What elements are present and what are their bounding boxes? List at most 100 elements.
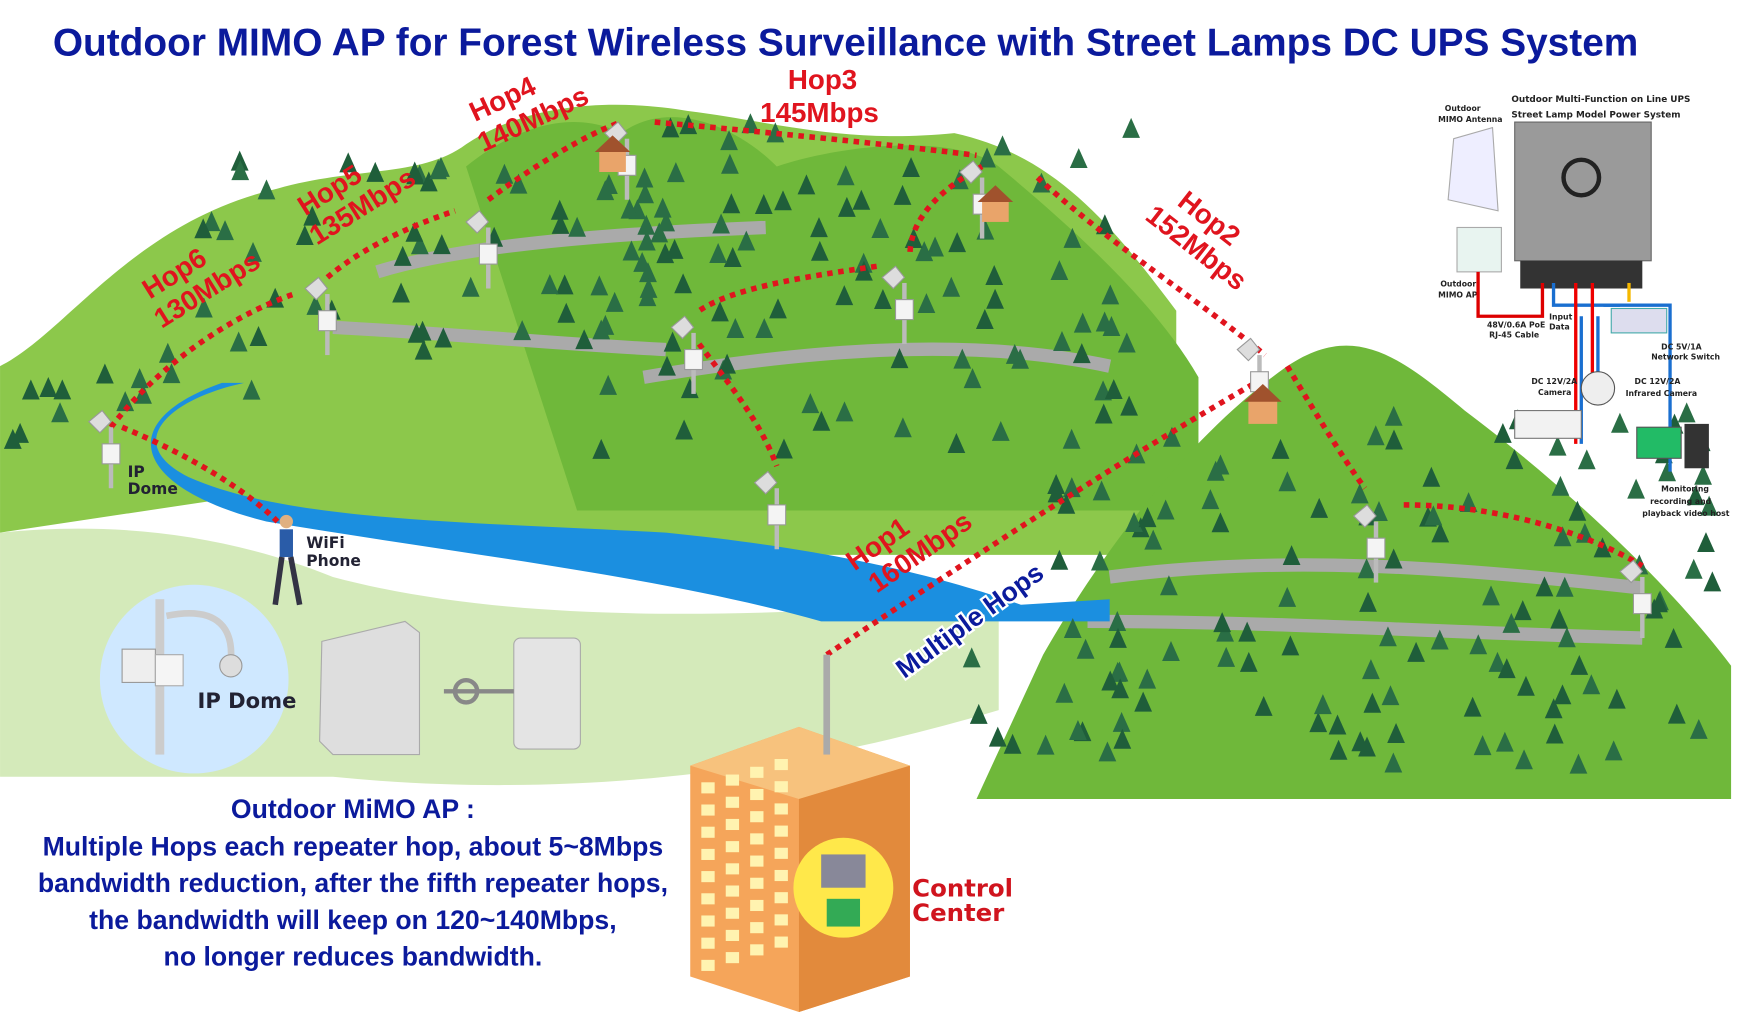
pine-tree-icon (1125, 511, 1143, 532)
pine-tree-icon (620, 198, 639, 219)
pine-tree-icon (295, 225, 314, 246)
pine-tree-icon (1076, 638, 1095, 659)
pine-tree-icon (1281, 635, 1300, 656)
pine-tree-icon (513, 320, 532, 341)
pine-tree-icon (1384, 548, 1403, 569)
pine-tree-icon (947, 433, 966, 454)
pine-tree-icon (1328, 714, 1347, 735)
pine-tree-icon (962, 647, 981, 668)
pine-tree-icon (1047, 482, 1066, 503)
mimo-ap-node-icon (465, 210, 498, 289)
control-center-label: Center (912, 898, 1004, 927)
pine-tree-icon (599, 374, 618, 395)
svg-text:145Mbps: 145Mbps (760, 97, 879, 128)
svg-text:Data: Data (1549, 323, 1570, 332)
window (750, 766, 764, 778)
pine-tree-icon (230, 150, 249, 171)
window (701, 804, 715, 816)
control-center-label: Control (912, 874, 1013, 903)
pine-tree-icon (1138, 507, 1157, 528)
link-hop6 (108, 291, 295, 429)
pine-tree-icon (991, 420, 1010, 441)
pine-tree-icon (1063, 227, 1082, 248)
window (774, 825, 788, 837)
pine-tree-icon (1050, 549, 1069, 570)
pine-tree-icon (244, 241, 262, 262)
window (701, 915, 715, 927)
pine-tree-icon (1036, 734, 1055, 755)
svg-text:Hop3: Hop3 (788, 64, 857, 95)
pine-tree-icon (51, 402, 69, 423)
pine-tree-icon (985, 265, 1004, 286)
description-line: no longer reduces bandwidth. (164, 941, 543, 971)
pine-tree-icon (592, 319, 611, 340)
svg-text:Input: Input (1549, 313, 1572, 322)
pine-tree-icon (39, 376, 58, 397)
svg-text:Outdoor: Outdoor (1445, 104, 1481, 113)
pine-tree-icon (1110, 661, 1129, 682)
pine-tree-icon (1505, 449, 1524, 470)
pine-tree-icon (116, 391, 135, 412)
pine-tree-icon (605, 291, 624, 312)
pine-tree-icon (1577, 449, 1596, 470)
pine-tree-icon (3, 428, 22, 449)
pine-tree-icon (590, 275, 609, 296)
pine-tree-icon (948, 232, 967, 253)
pine-tree-icon (1379, 626, 1397, 647)
pine-tree-icon (1703, 571, 1722, 592)
pine-tree-icon (1553, 684, 1572, 705)
window (774, 803, 788, 815)
pine-tree-icon (622, 240, 641, 261)
pine-tree-icon (774, 190, 792, 211)
pine-tree-icon (1544, 698, 1563, 719)
tree-houses (594, 135, 1282, 424)
pine-tree-icon (407, 322, 426, 343)
wifi-phone-label: WiFi (306, 534, 344, 552)
pine-tree-icon (1384, 752, 1403, 773)
pine-tree-icon (600, 173, 618, 194)
pine-tree-icon (1627, 478, 1645, 499)
pine-tree-icon (1108, 611, 1127, 631)
pine-tree-icon (1201, 489, 1220, 510)
mimo-ap-node-icon (1352, 504, 1386, 583)
pine-tree-icon (894, 417, 912, 438)
pine-tree-icon (871, 218, 890, 238)
window (701, 937, 715, 949)
window (750, 922, 764, 934)
pine-tree-icon (718, 353, 736, 374)
pine-tree-icon (1069, 148, 1088, 169)
pine-tree-icon (405, 161, 424, 182)
description-line: Outdoor MiMO AP : (231, 794, 475, 824)
svg-text:Network Switch: Network Switch (1651, 353, 1720, 362)
pine-tree-icon (1473, 735, 1492, 756)
pine-tree-icon (1488, 651, 1507, 672)
pine-tree-icon (306, 294, 325, 315)
pine-tree-icon (1282, 545, 1301, 566)
pine-tree-icon (242, 379, 261, 400)
pine-tree-icon (1513, 600, 1532, 621)
pine-tree-icon (1062, 477, 1081, 498)
svg-text:48V/0.6A PoE: 48V/0.6A PoE (1487, 320, 1545, 329)
box-camera (1514, 410, 1582, 439)
wireless-links (108, 119, 1644, 658)
window (774, 759, 788, 771)
road-2 (332, 320, 667, 357)
svg-text:DC 12V/2A: DC 12V/2A (1635, 377, 1681, 386)
window (701, 782, 715, 794)
window (701, 826, 715, 838)
pine-tree-icon (1387, 722, 1405, 743)
pine-tree-icon (650, 222, 669, 243)
pine-tree-icon (1604, 740, 1623, 761)
pine-tree-icon (1362, 659, 1380, 680)
ups-title: Street Lamp Model Power System (1511, 111, 1680, 121)
link-side-2 (1403, 502, 1644, 569)
mimo-ap-node-icon (881, 265, 914, 344)
pine-tree-icon (1469, 634, 1488, 655)
window (750, 855, 764, 867)
pine-tree-icon (755, 318, 774, 339)
pine-tree-icon (1134, 691, 1153, 712)
window (725, 929, 740, 941)
pine-tree-icon (720, 130, 738, 151)
river (150, 382, 1110, 622)
pine-tree-icon (1278, 471, 1297, 492)
